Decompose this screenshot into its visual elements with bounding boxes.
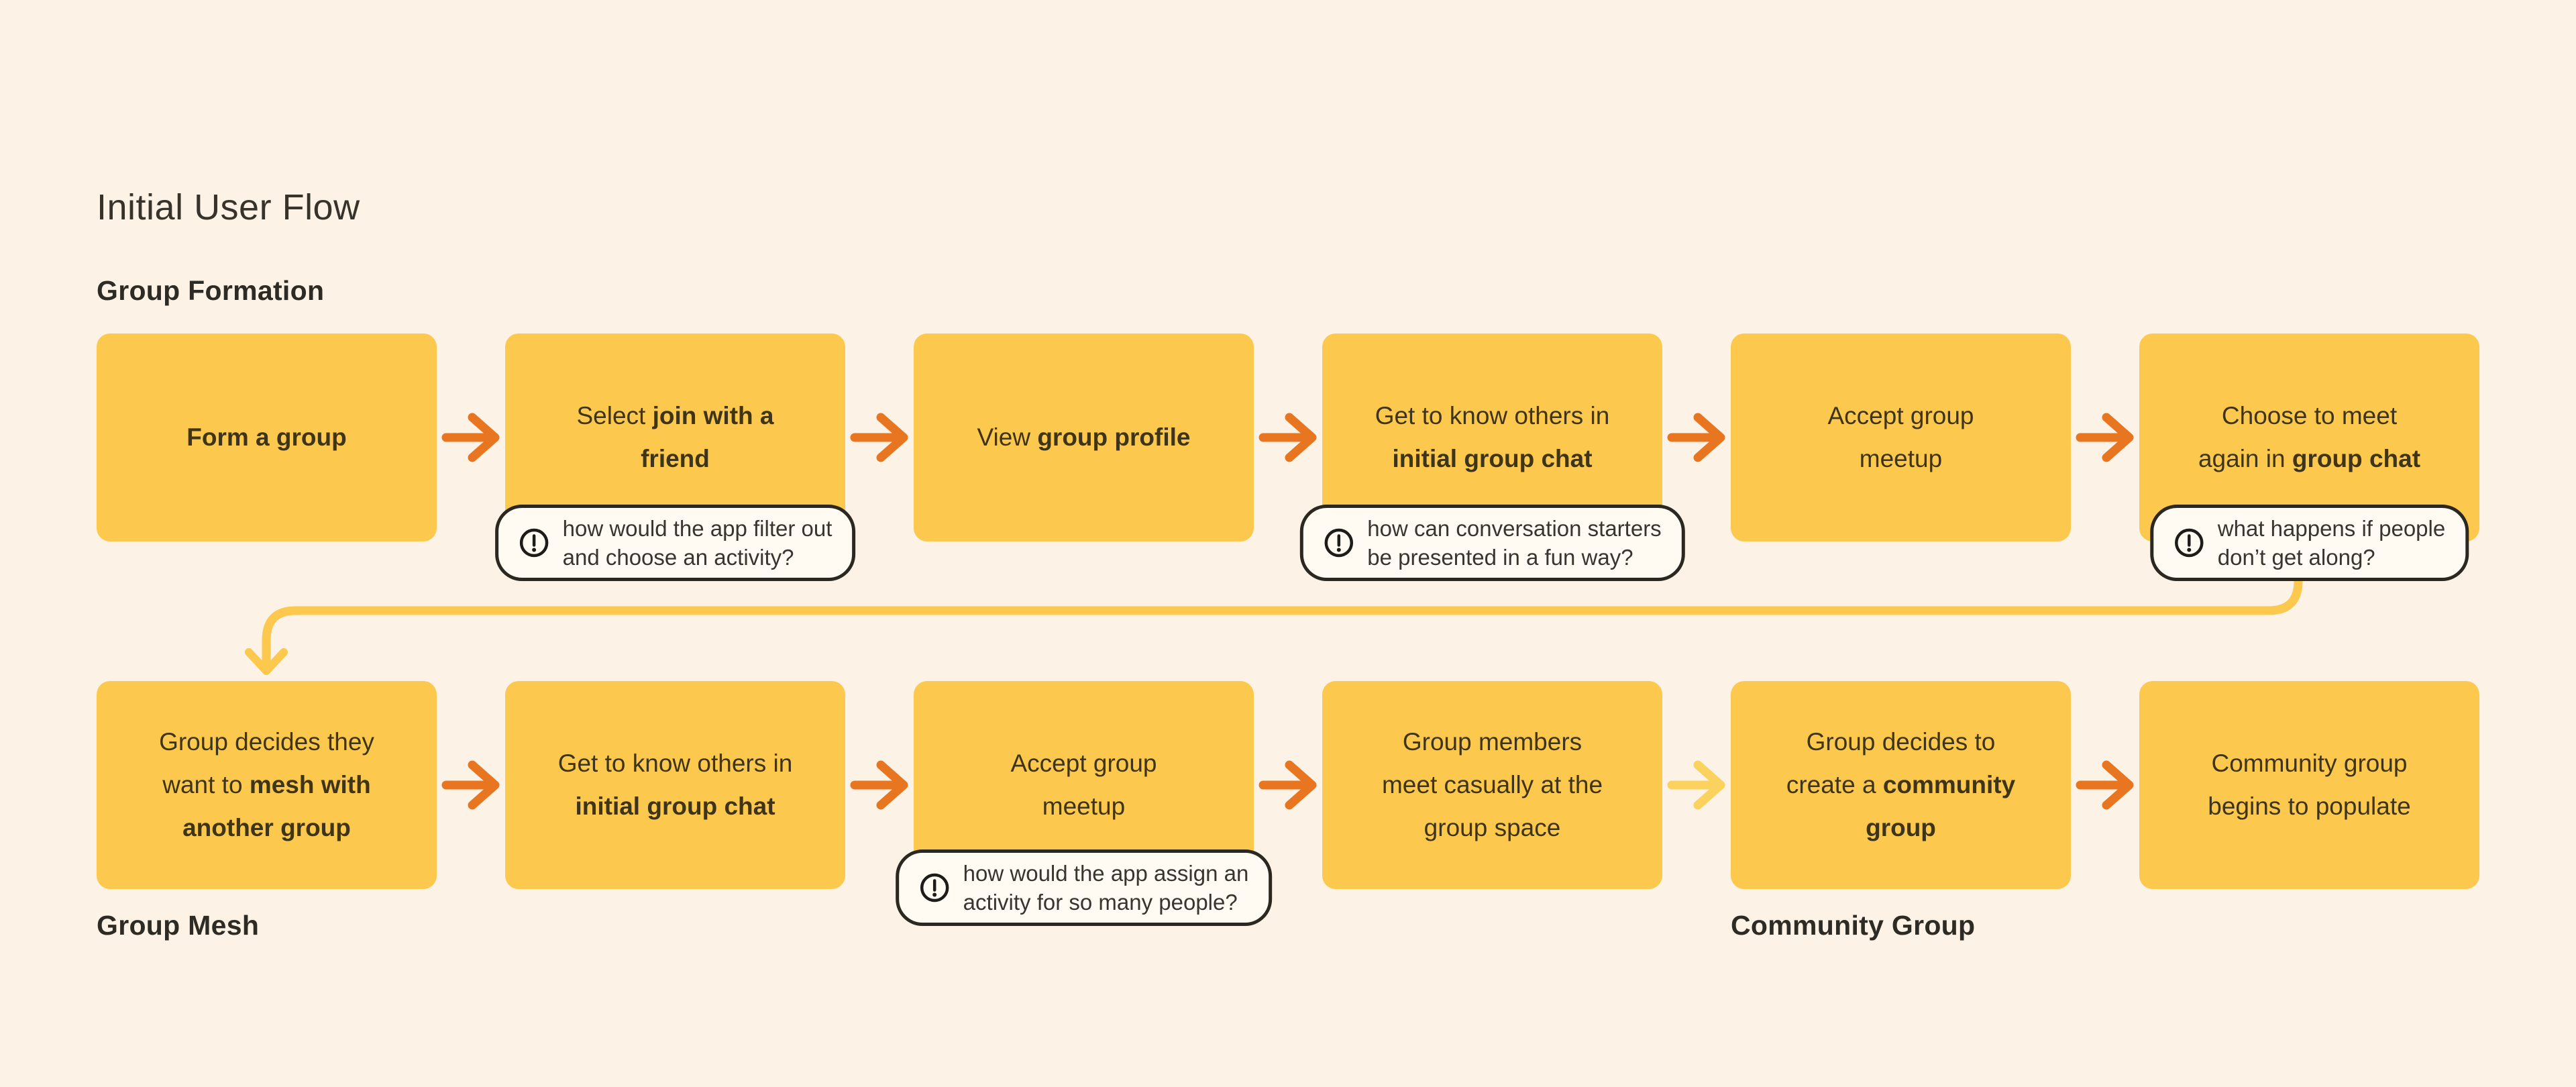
step-text-segment: meet casually at the [1381,771,1603,798]
step-text-segment: group [1866,814,1936,841]
section-label-community-group: Community Group [1731,910,1976,941]
flow-step-text: Get to know others in initial group chat [1375,395,1610,480]
flow-step[interactable]: View group profile [914,333,1254,541]
flow-step[interactable]: Group members meet casually at the group s… [1322,681,1662,889]
right-arrow-icon [849,407,910,468]
step-text-segment: initial group chat [575,792,775,820]
annotation-line: be presented in a fun way? [1367,545,1633,570]
step-text-segment: Accept group [1827,402,1974,429]
annotation-line: activity for so many people? [963,890,1238,915]
step-text-segment: Select [576,402,653,429]
step-text-segment: Group decides to [1806,728,1996,756]
flow-step-text: Get to know others in initial group chat [558,742,793,828]
annotation-text: how can conversation starters be presente… [1367,514,1661,572]
flow-step-text: Group decides they want to mesh with anoth… [159,721,374,849]
flow-step-text: Choose to meet again in group chat [2198,395,2420,480]
right-arrow-icon [1666,755,1727,815]
alert-circle-icon [920,873,949,902]
annotation-text: how would the app assign an activity for … [963,859,1249,917]
step-text-segment: community [1882,771,2016,798]
page-title: Initial User Flow [97,187,360,228]
step-text-segment: Form a group [186,423,347,451]
right-arrow-icon [849,755,910,815]
flow-step-text: Accept group meetup [1827,395,1974,480]
flow-step-text: Form a group [186,416,346,459]
annotation-text: what happens if people don’t get along? [2218,514,2445,572]
flow-step[interactable]: Community group begins to populate [2139,681,2479,889]
right-arrow-icon [1258,407,1318,468]
alert-circle-icon [2174,528,2204,558]
right-arrow-icon [441,407,501,468]
step-text-segment: again in [2198,445,2292,472]
step-text-segment: Community group [2211,749,2408,777]
section-label-group-mesh: Group Mesh [97,910,260,941]
flow-step-text: Group decides to create a community group [1786,721,2015,849]
alert-circle-icon [519,528,548,558]
right-arrow-icon [2075,407,2135,468]
annotation-bubble[interactable]: how can conversation starters be presente… [1299,505,1685,581]
step-text-segment: Group decides they [159,728,374,756]
right-arrow-icon [2075,755,2135,815]
right-arrow-icon [1258,755,1318,815]
step-text-segment: friend [641,445,710,472]
flow-step-text: Select join with a friend [576,395,773,480]
flow-step[interactable]: Group decides to create a community group [1731,681,2071,889]
step-text-segment: meetup [1042,792,1126,820]
annotation-line: and choose an activity? [562,545,794,570]
flow-step-text: Group members meet casually at the group s… [1382,721,1603,849]
flow-step-text: Accept group meetup [1010,742,1157,828]
step-text-segment: group space [1424,814,1561,841]
annotation-line: don’t get along? [2217,545,2375,570]
section-label-group-formation: Group Formation [97,275,325,306]
step-text-segment: create a [1786,771,1883,798]
step-text-segment: Accept group [1010,749,1157,777]
step-text-segment: another group [182,814,351,841]
annotation-line: what happens if people [2217,516,2446,541]
annotation-bubble[interactable]: what happens if people don’t get along? [2149,505,2469,581]
annotation-line: how can conversation starters [1367,516,1662,541]
step-text-segment: Choose to meet [2221,402,2398,429]
step-text-segment: View [977,423,1038,451]
flow-step[interactable]: Form a group [97,333,437,541]
flow-step-text: View group profile [977,416,1191,459]
flow-step[interactable]: Group decides they want to mesh with anoth… [97,681,437,889]
step-text-segment: group chat [2292,445,2421,472]
step-text-segment: begins to populate [2208,792,2411,820]
flow-step[interactable]: Get to know others in initial group chat [505,681,845,889]
step-text-segment: meetup [1859,445,1943,472]
annotation-line: how would the app assign an [963,861,1249,886]
step-text-segment: want to [162,771,250,798]
step-text-segment: Get to know others in [557,749,793,777]
step-text-segment: Get to know others in [1375,402,1610,429]
annotation-bubble[interactable]: how would the app assign an activity for … [895,849,1273,926]
flow-step[interactable]: Accept group meetup [1731,333,2071,541]
step-text-segment: group profile [1037,423,1191,451]
step-text-segment: initial group chat [1392,445,1593,472]
step-text-segment: mesh with [249,771,371,798]
annotation-text: how would the app filter out and choose a… [563,514,833,572]
step-text-segment: join with a [652,402,774,429]
annotation-bubble[interactable]: how would the app filter out and choose a… [494,505,856,581]
flow-step-text: Community group begins to populate [2208,742,2410,828]
annotation-line: how would the app filter out [562,516,833,541]
alert-circle-icon [1324,528,1353,558]
right-arrow-icon [441,755,501,815]
right-arrow-icon [1666,407,1727,468]
step-text-segment: Group members [1402,728,1582,756]
